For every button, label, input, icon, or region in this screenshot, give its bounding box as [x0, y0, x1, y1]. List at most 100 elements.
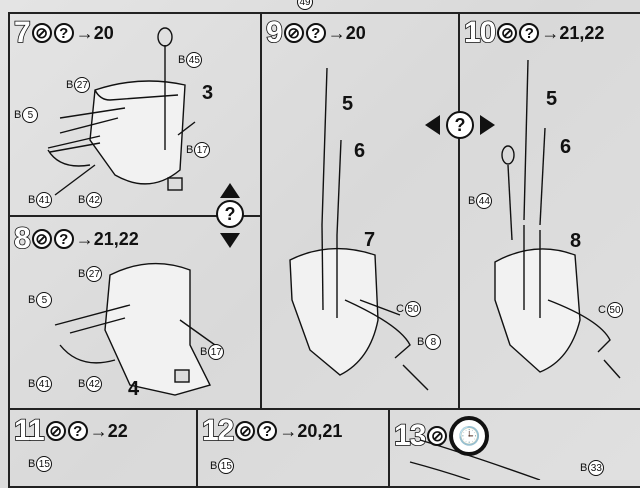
ref-number: 15: [36, 456, 53, 472]
clock-icon: 🕒: [449, 416, 490, 456]
ref-prefix: B: [28, 294, 36, 306]
nav-question-horizontal[interactable]: ?: [446, 111, 474, 139]
step7-ref: →20: [75, 22, 114, 43]
step11-ref: →22: [89, 420, 128, 441]
ref-prefix: B: [78, 268, 86, 280]
ref-prefix: C: [598, 304, 606, 316]
ref-number: 5: [36, 292, 53, 308]
ref-prefix: B: [178, 54, 186, 66]
nav-left-arrow: [425, 115, 440, 135]
step10-header: 10 ⊘ ? →21,22: [463, 16, 605, 49]
help-icon: ?: [305, 23, 326, 43]
ref-number: 27: [74, 77, 91, 93]
step7-number: 7: [13, 16, 31, 49]
help-icon: ?: [257, 421, 278, 441]
part-8-label: 8: [570, 230, 582, 252]
step11-number: 11: [13, 414, 45, 447]
glue-icon: ⊘: [497, 23, 518, 43]
step13-header: 13 ⊘ 🕒: [393, 416, 490, 456]
help-icon: ?: [67, 421, 88, 441]
ref-prefix: B: [14, 109, 22, 121]
step10-number: 10: [463, 16, 497, 49]
help-icon: ?: [216, 200, 244, 228]
glue-icon: ⊘: [45, 421, 66, 441]
ref-number: 27: [86, 266, 103, 282]
ref-prefix: B: [28, 194, 36, 206]
part-6-label: 6: [354, 140, 366, 162]
ref-prefix: B: [200, 346, 208, 358]
step12-number: 12: [201, 414, 235, 447]
glue-icon: ⊘: [283, 23, 304, 43]
ref-number: 42: [86, 192, 103, 208]
top-ref: 49: [296, 0, 313, 10]
ref-prefix: B: [28, 378, 36, 390]
help-icon: ?: [446, 111, 474, 139]
part-5-label: 5: [546, 88, 558, 110]
ref-prefix: B: [78, 194, 86, 206]
help-icon: ?: [53, 23, 74, 43]
step8-ref: →21,22: [75, 228, 139, 249]
ref-prefix: C: [396, 303, 404, 315]
glue-icon: ⊘: [235, 421, 256, 441]
step8-header: 8 ⊘ ? →21,22: [13, 222, 139, 255]
part-5-label: 5: [342, 93, 354, 115]
ref-number: 41: [36, 192, 53, 208]
help-icon: ?: [53, 229, 74, 249]
part-6-label: 6: [560, 136, 572, 158]
step7-header: 7 ⊘ ? →20: [13, 16, 114, 49]
step12-ref: →20,21: [279, 420, 343, 441]
ref-number: 50: [404, 301, 421, 317]
ref-prefix: B: [186, 144, 194, 156]
step13-number: 13: [393, 419, 427, 452]
nav-question-vertical[interactable]: ?: [216, 200, 244, 228]
ref-prefix: B: [468, 195, 476, 207]
nav-up-arrow: [220, 183, 240, 198]
ref-number: 8: [425, 334, 442, 350]
ref-number: 33: [588, 460, 605, 476]
glue-icon: ⊘: [31, 229, 52, 249]
ref-prefix: B: [66, 79, 74, 91]
ref-number: 17: [194, 142, 211, 158]
ref-prefix: B: [417, 336, 425, 348]
ref-number: 5: [22, 107, 39, 123]
step9-number: 9: [265, 16, 283, 49]
ref-number: 41: [36, 376, 53, 392]
nav-right-arrow: [480, 115, 495, 135]
ref-prefix: B: [28, 458, 36, 470]
help-icon: ?: [519, 23, 540, 43]
step11-header: 11 ⊘ ? →22: [13, 414, 128, 447]
step9-header: 9 ⊘ ? →20: [265, 16, 366, 49]
step8-number: 8: [13, 222, 31, 255]
ref-prefix: B: [580, 462, 588, 474]
ref-number: 50: [606, 302, 623, 318]
ref-prefix: B: [210, 460, 218, 472]
step9-ref: →20: [327, 22, 366, 43]
ref-number: 15: [218, 458, 235, 474]
ref-number: 44: [476, 193, 493, 209]
part-3-label: 3: [202, 82, 214, 104]
glue-icon: ⊘: [427, 426, 448, 446]
part-4-label: 4: [128, 378, 140, 400]
step10-ref: →21,22: [541, 22, 605, 43]
ref-number: 45: [186, 52, 203, 68]
